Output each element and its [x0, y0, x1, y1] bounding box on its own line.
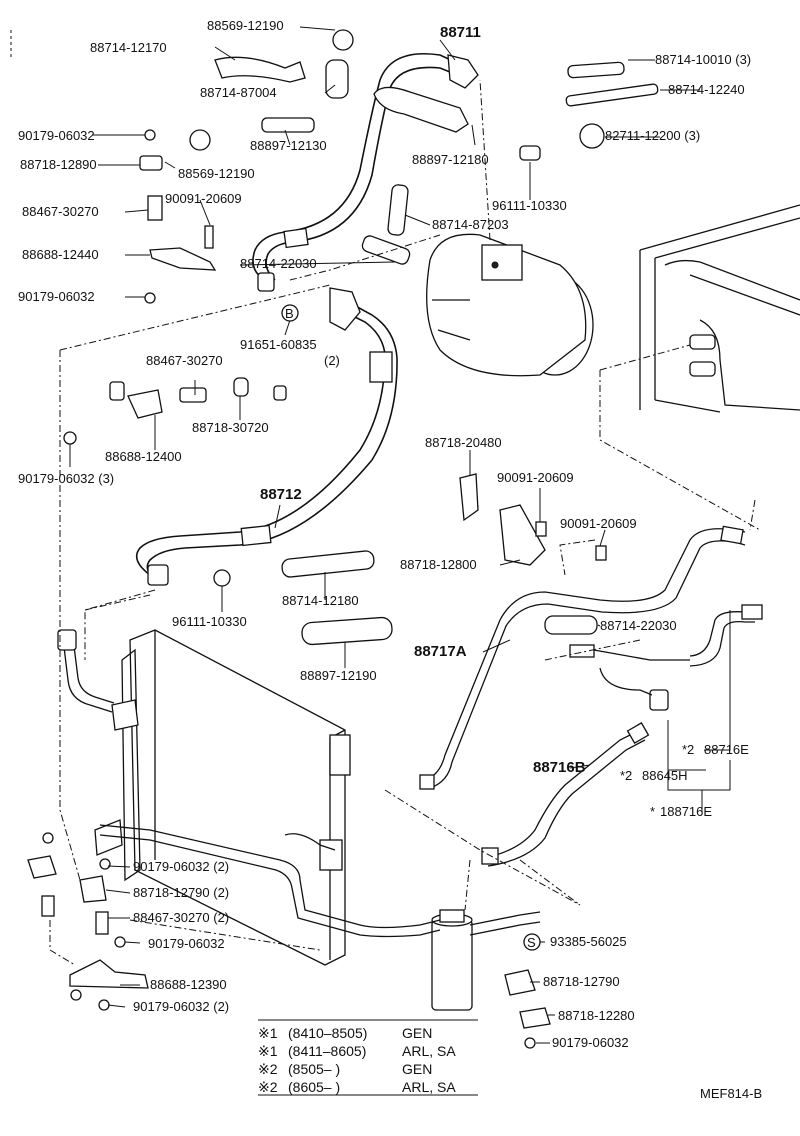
scan-edge-mark: [8, 30, 14, 60]
note-mark: ※2: [258, 1061, 278, 1077]
label: 90091-20609: [560, 516, 637, 531]
label: 88714-10010 (3): [655, 52, 751, 67]
label: 88714-12170: [90, 40, 167, 55]
label: 88714-87203: [432, 217, 509, 232]
label: 93385-56025: [550, 934, 627, 949]
label: 90179-06032 (3): [18, 471, 114, 486]
label: 88718-12790 (2): [133, 885, 229, 900]
engine-outline: [599, 204, 800, 531]
routing-lines: [49, 79, 756, 966]
note-spec: GEN: [402, 1025, 432, 1041]
note-spec: GEN: [402, 1061, 432, 1077]
label: 188716E: [660, 804, 712, 819]
label: 90179-06032: [552, 1035, 629, 1050]
label: 88897-12180: [412, 152, 489, 167]
label: 88569-12190: [207, 18, 284, 33]
label: 88718-12890: [20, 157, 97, 172]
label: 91651-60835: [240, 337, 317, 352]
note-mark: ※1: [258, 1043, 278, 1059]
label: 88718-12790: [543, 974, 620, 989]
note-spec: ARL, SA: [402, 1079, 456, 1095]
label: 88714-12240: [668, 82, 745, 97]
mark-b: B: [285, 306, 294, 321]
label: 88467-30270: [22, 204, 99, 219]
condenser: [94, 629, 351, 966]
label: 88716B: [533, 759, 586, 776]
star-mark: *: [650, 804, 655, 819]
note-range: (8505– ): [288, 1061, 340, 1077]
compressor: [426, 233, 594, 377]
label: 88645H: [642, 768, 688, 783]
label: 90091-20609: [165, 191, 242, 206]
mark-s: S: [527, 935, 536, 950]
label: 88712: [260, 486, 302, 503]
pipe-88716E: [689, 611, 755, 657]
label: 88714-22030: [240, 256, 317, 271]
leader-lines: [69, 26, 731, 1044]
label: 88716E: [704, 742, 749, 757]
note-mark: ※2: [258, 1079, 278, 1095]
star-mark: *2: [620, 768, 632, 783]
receiver-dryer: [431, 909, 473, 1011]
label: 82711-12200 (3): [605, 128, 700, 143]
note-mark: ※1: [258, 1025, 278, 1041]
label: 88714-22030: [600, 618, 677, 633]
label: 88717A: [414, 643, 467, 660]
label: 96111-10330: [492, 198, 567, 213]
label: 90179-06032: [18, 128, 95, 143]
small-parts: [27, 29, 607, 1049]
label: 88718-12280: [558, 1008, 635, 1023]
label: 88711: [440, 24, 481, 41]
note-range: (8605– ): [288, 1079, 340, 1095]
sleeves: [214, 56, 659, 646]
label: 88897-12130: [250, 138, 327, 153]
label: 88714-87004: [200, 85, 277, 100]
label: 90179-06032 (2): [133, 859, 229, 874]
applicability-notes: ※1 (8410–8505) GEN ※1 (8411–8605) ARL, S…: [258, 1019, 478, 1096]
label: 96111-10330: [172, 614, 247, 629]
hose-88711: [252, 53, 456, 281]
label: 88569-12190: [178, 166, 255, 181]
label: 90179-06032: [18, 289, 95, 304]
label: 88467-30270 (2): [133, 910, 229, 925]
label: 90091-20609: [497, 470, 574, 485]
label: 88688-12400: [105, 449, 182, 464]
label: 88718-12800: [400, 557, 477, 572]
label: 88718-20480: [425, 435, 502, 450]
star-mark: *2: [682, 742, 694, 757]
label: (2): [324, 353, 340, 368]
label: 90179-06032 (2): [133, 999, 229, 1014]
note-range: (8411–8605): [288, 1043, 366, 1059]
note-range: (8410–8505): [288, 1025, 367, 1041]
label: 90179-06032: [148, 936, 225, 951]
part-labels: 88569-12190 88714-12170 88711 88714-1001…: [18, 18, 751, 1050]
pipe-88717A: [424, 528, 746, 781]
label: 88688-12390: [150, 977, 227, 992]
circle-marks: B S: [281, 304, 541, 951]
note-spec: ARL, SA: [402, 1043, 456, 1059]
label: 88714-12180: [282, 593, 359, 608]
pipe-88716B: [484, 729, 641, 859]
label: 88467-30270: [146, 353, 223, 368]
label: 88897-12190: [300, 668, 377, 683]
label: 88718-30720: [192, 420, 269, 435]
diagram-code: MEF814-B: [700, 1086, 762, 1101]
label: 88688-12440: [22, 247, 99, 262]
